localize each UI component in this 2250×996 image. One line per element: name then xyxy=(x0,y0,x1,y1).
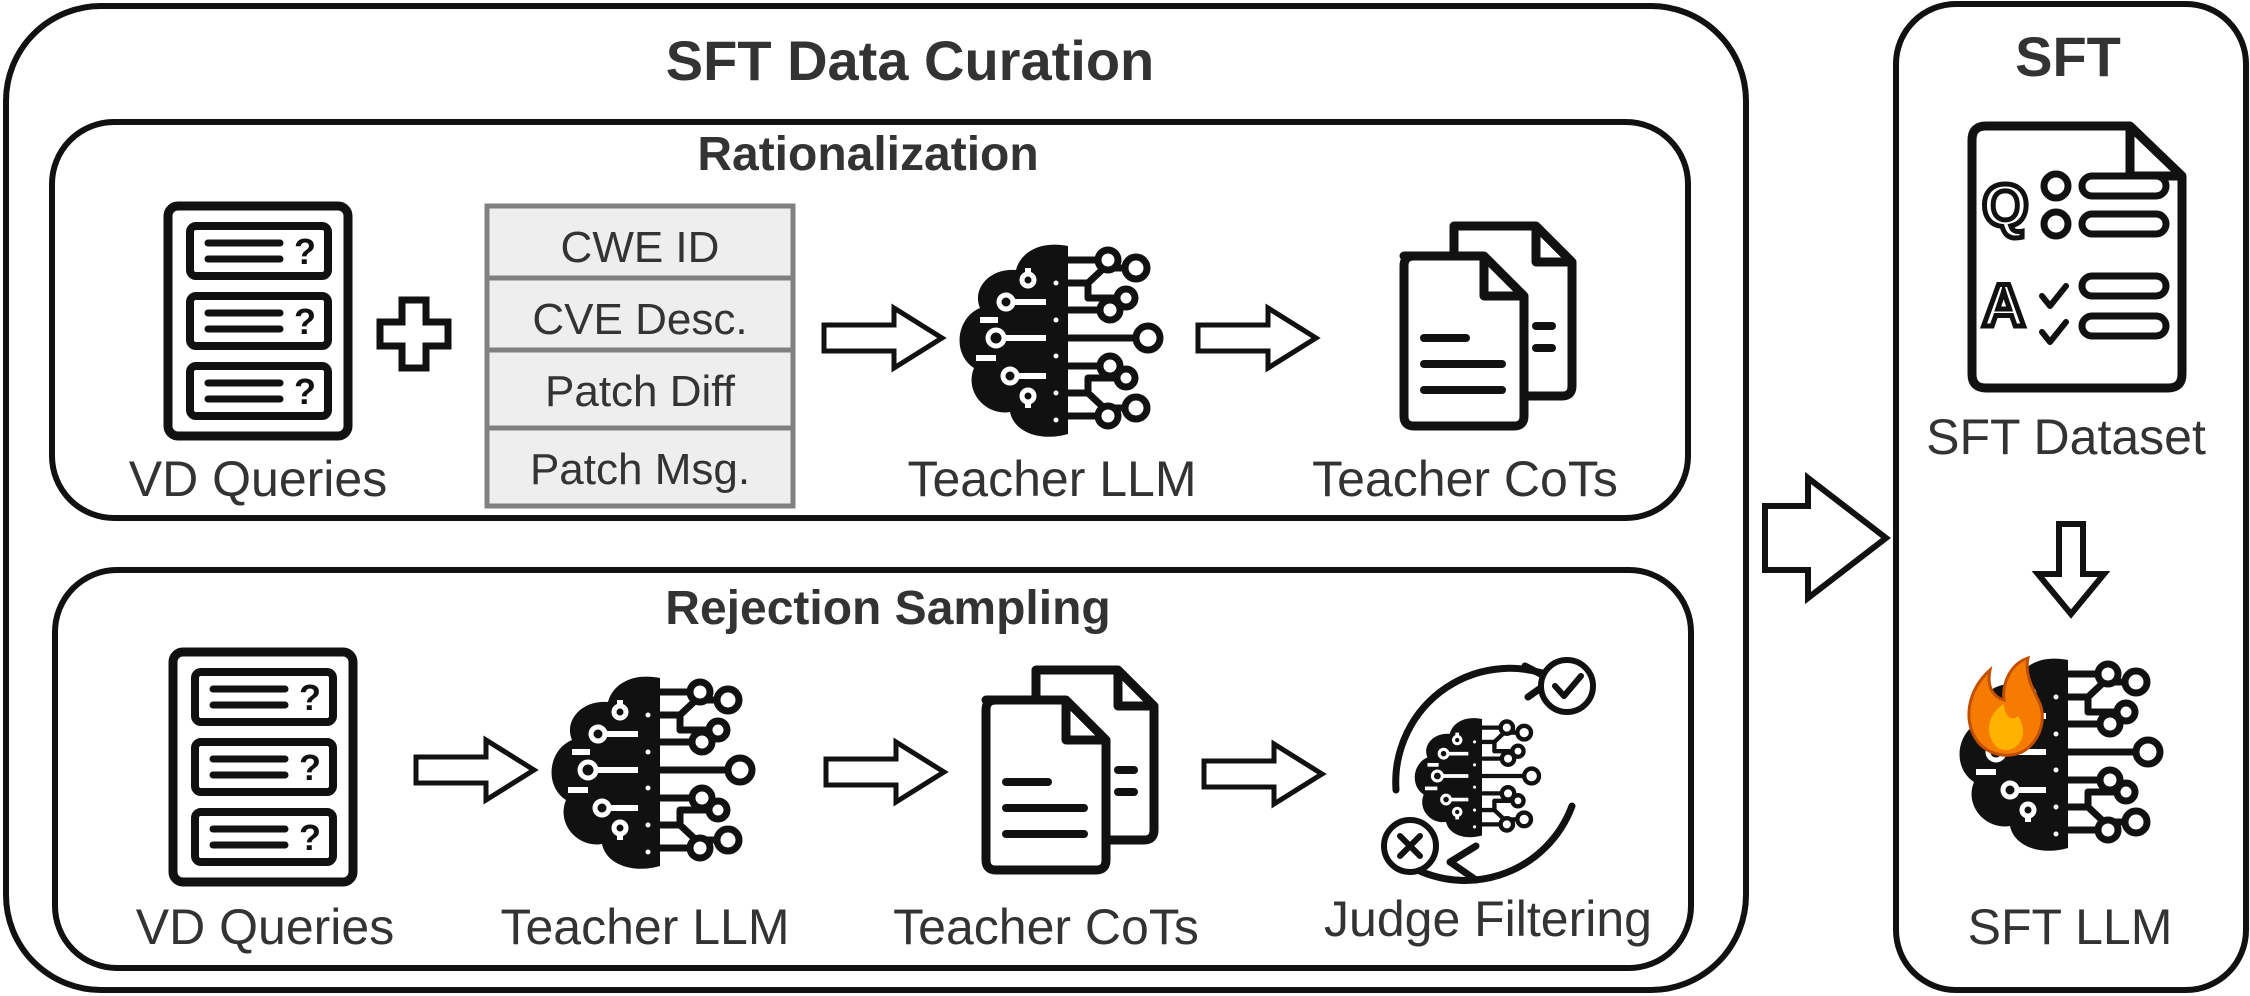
arrow-icon xyxy=(826,742,944,802)
arrow-icon xyxy=(1204,744,1322,804)
info-row-patch-diff: Patch Diff xyxy=(545,367,736,416)
sft-title: SFT xyxy=(2015,25,2121,88)
rejection-teacher-label: Teacher LLM xyxy=(500,899,789,955)
rationalization-queries-label: VD Queries xyxy=(129,451,387,507)
arrow-icon xyxy=(2031,521,2111,619)
rationalization-title: Rationalization xyxy=(697,128,1038,181)
rationalization-panel xyxy=(49,119,1691,521)
documents-icon xyxy=(986,670,1154,870)
rationalization-cots-label: Teacher CoTs xyxy=(1312,451,1618,507)
query-list-icon xyxy=(173,652,353,882)
brain-circuit-icon xyxy=(960,245,1160,437)
info-row-patch-msg: Patch Msg. xyxy=(530,445,750,494)
documents-icon xyxy=(1404,226,1572,426)
info-row-bg xyxy=(484,203,796,281)
flame-icon xyxy=(1967,655,2044,757)
sft-dataset-label: SFT Dataset xyxy=(1926,409,2206,465)
rejection-sampling-panel xyxy=(52,567,1694,971)
answer-glyph: A xyxy=(1982,272,2025,339)
judge-filter-icon xyxy=(1381,657,1596,884)
arrow-icon xyxy=(1762,471,1891,605)
rationalization-teacher-label: Teacher LLM xyxy=(907,451,1196,507)
arrow-icon xyxy=(416,740,534,800)
rejection-queries-label: VD Queries xyxy=(136,899,394,955)
info-row-cwe-id: CWE ID xyxy=(561,223,720,272)
query-list-icon xyxy=(168,206,348,436)
brain-circuit-icon xyxy=(552,677,752,869)
curation-panel xyxy=(3,3,1749,993)
arrow-icon xyxy=(824,308,942,368)
plus-icon xyxy=(376,296,452,372)
arrow-icon xyxy=(1198,308,1316,368)
sft-llm-label: SFT LLM xyxy=(1968,899,2173,955)
check-icon xyxy=(1538,657,1596,715)
qa-document-icon: Q A xyxy=(1967,121,2187,393)
rejection-cots-label: Teacher CoTs xyxy=(893,899,1199,955)
judge-filtering-label: Judge Filtering xyxy=(1324,891,1652,947)
curation-title: SFT Data Curation xyxy=(666,29,1154,92)
question-glyph: Q xyxy=(1982,172,2029,239)
sft-panel xyxy=(1893,1,2249,993)
info-row-bg xyxy=(484,347,796,431)
info-row-bg xyxy=(484,425,796,509)
reject-icon xyxy=(1381,817,1439,875)
sft-llm-icon xyxy=(1960,658,2160,851)
vuln-info-table: CWE ID CVE Desc. Patch Diff Patch Msg. xyxy=(484,203,796,509)
info-row-cve-desc: CVE Desc. xyxy=(532,295,747,344)
rejection-sampling-title: Rejection Sampling xyxy=(665,582,1110,635)
